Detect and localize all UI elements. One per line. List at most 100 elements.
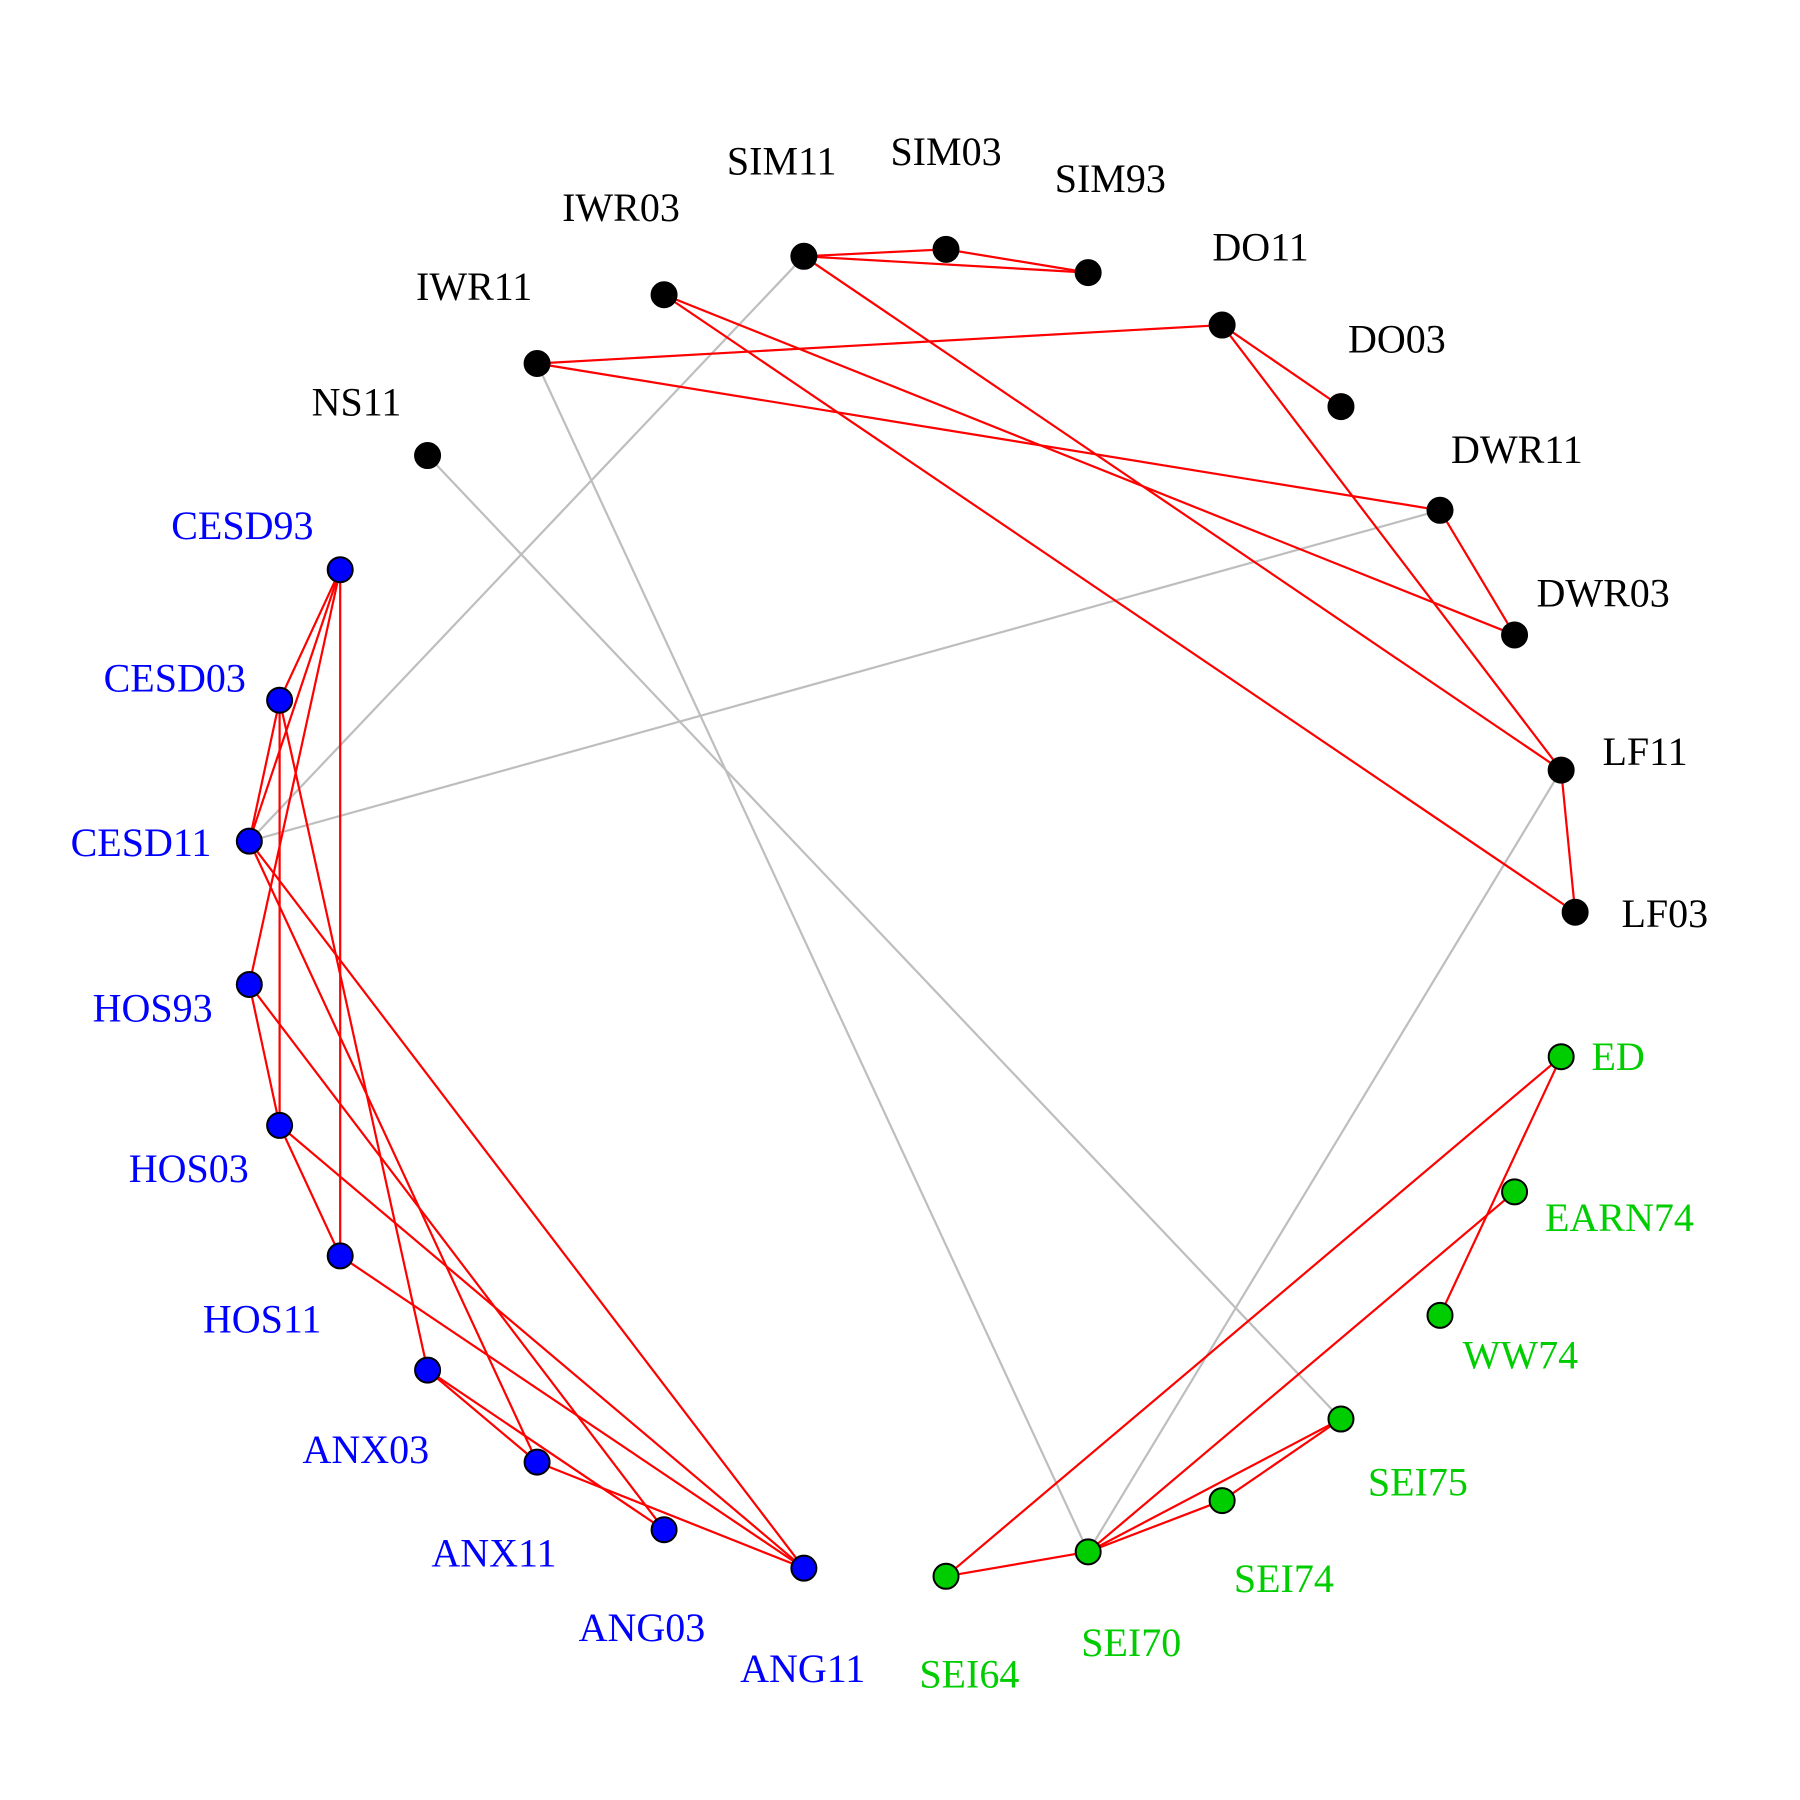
edge-do11-do03 [1221,324,1342,408]
node-label-hos11: HOS11 [203,1296,322,1341]
node-sim03 [932,235,960,263]
node-iwr03 [650,281,678,309]
node-lf11 [1547,756,1575,784]
edge-ns11-sei75 [426,454,1342,1420]
node-label-lf11: LF11 [1602,729,1687,774]
node-hos03 [266,1111,294,1139]
edge-hos03-hos11 [278,1124,342,1257]
node-label-ang03: ANG03 [579,1605,706,1650]
node-label-sei64: SEI64 [919,1652,1019,1697]
node-label-hos93: HOS93 [93,985,213,1030]
edge-cesd11-anx11 [248,840,539,1463]
edge-iwr03-lf03 [663,293,1576,914]
edge-iwr03-dwr03 [663,293,1515,636]
node-label-sei70: SEI70 [1081,1620,1181,1665]
node-ns11 [414,442,442,470]
edge-cesd93-hos93 [248,569,342,985]
edge-sim11-cesd11 [248,255,805,842]
node-lf03 [1561,898,1589,926]
node-label-earn74: EARN74 [1545,1195,1694,1240]
node-sei75 [1327,1405,1355,1433]
edge-earn74-sei70 [1087,1191,1516,1553]
node-anx03 [414,1356,442,1384]
node-label-sei75: SEI75 [1368,1459,1468,1504]
node-label-sim93: SIM93 [1055,156,1166,201]
edge-hos93-hos03 [248,984,281,1126]
edge-cesd03-anx03 [278,699,429,1371]
edge-sim11-sim03 [803,248,947,258]
node-label-hos03: HOS03 [129,1146,249,1191]
edge-sei74-sei70 [1087,1499,1223,1553]
node-label-dwr11: DWR11 [1451,427,1583,472]
edge-sim03-sim93 [945,248,1089,274]
edge-sei70-sei64 [945,1550,1089,1578]
node-label-anx11: ANX11 [431,1531,556,1576]
edge-sei75-sei74 [1221,1418,1342,1502]
node-label-sei74: SEI74 [1234,1556,1334,1601]
node-label-do11: DO11 [1212,224,1308,269]
node-label-ed: ED [1591,1034,1644,1079]
node-hos93 [235,970,263,998]
edge-anx11-ang11 [536,1461,805,1570]
edge-lf11-lf03 [1560,769,1577,913]
node-cesd03 [266,686,294,714]
nodes-layer [235,235,1589,1590]
edge-cesd93-cesd11 [248,569,342,842]
node-label-do03: DO03 [1348,317,1446,362]
node-ww74 [1426,1301,1454,1329]
edge-dwr11-cesd11 [249,509,1441,843]
edge-iwr11-do11 [537,323,1223,365]
edge-iwr11-sei70 [536,363,1090,1553]
node-sim93 [1074,259,1102,287]
edge-ed-sei64 [945,1055,1562,1578]
node-hos11 [326,1242,354,1270]
node-dwr11 [1426,496,1454,524]
node-do03 [1327,393,1355,421]
node-ang03 [650,1516,678,1544]
edge-hos93-ang03 [248,983,665,1531]
edge-dwr11-dwr03 [1439,509,1516,636]
node-dwr03 [1501,621,1529,649]
node-label-cesd03: CESD03 [104,656,246,701]
node-label-cesd11: CESD11 [71,820,212,865]
node-ang11 [790,1554,818,1582]
node-do11 [1208,311,1236,339]
node-ed [1547,1043,1575,1071]
edge-anx03-ang03 [426,1369,665,1531]
edge-hos11-ang11 [339,1255,805,1570]
node-anx11 [523,1448,551,1476]
edge-cesd93-cesd03 [278,569,342,701]
edge-do11-lf11 [1221,324,1563,771]
node-cesd93 [326,556,354,584]
node-label-ang11: ANG11 [740,1646,865,1691]
edge-cesd11-ang11 [248,840,805,1569]
node-label-ns11: NS11 [312,379,402,424]
node-iwr11 [523,349,551,377]
node-label-iwr03: IWR03 [562,185,680,230]
edges-layer [248,248,1577,1578]
edge-sei75-sei70 [1087,1418,1342,1553]
node-label-dwr03: DWR03 [1536,571,1669,616]
edge-cesd03-cesd11 [248,699,281,842]
edge-ed-ww74 [1439,1056,1563,1316]
node-sei70 [1074,1538,1102,1566]
node-label-sim11: SIM11 [727,138,837,183]
node-sim11 [790,242,818,270]
node-label-ww74: WW74 [1463,1332,1579,1377]
edge-hos03-ang11 [278,1124,805,1569]
node-label-iwr11: IWR11 [416,264,532,309]
edge-sim11-sim93 [803,255,1089,274]
edge-lf11-sei70 [1087,769,1563,1553]
node-sei74 [1208,1487,1236,1515]
node-label-lf03: LF03 [1622,891,1709,936]
node-label-cesd93: CESD93 [171,503,313,548]
edge-iwr11-dwr11 [536,362,1441,512]
node-cesd11 [235,827,263,855]
node-label-sim03: SIM03 [890,129,1001,174]
node-earn74 [1501,1178,1529,1206]
node-label-anx03: ANX03 [302,1427,429,1472]
edge-anx03-anx11 [426,1369,538,1463]
